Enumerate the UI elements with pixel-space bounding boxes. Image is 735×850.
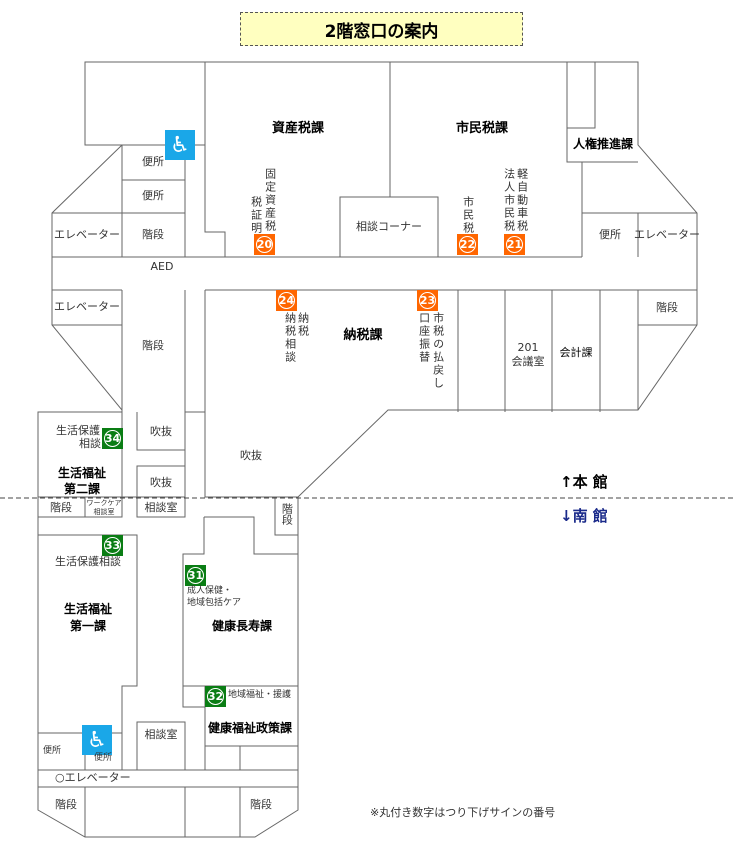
- sign-marker-31: 31: [185, 565, 206, 586]
- sign-marker-23: 23: [417, 290, 438, 311]
- sign-marker-34: 34: [102, 428, 123, 449]
- sign-marker-21: 21: [504, 234, 525, 255]
- room-workcare: ワークケア: [86, 499, 122, 507]
- south-building-label: ↓南 館: [560, 507, 608, 525]
- marker-text: 軽自動車税: [515, 168, 529, 233]
- room-toilet: 便所: [142, 155, 164, 168]
- room-nouzei: 納税課: [343, 328, 383, 343]
- room-toilet: 便所: [142, 189, 164, 202]
- room-elevator: ○エレベーター: [55, 771, 131, 784]
- room-atrium: 吹抜: [240, 449, 262, 462]
- marker-text: 納税: [296, 312, 310, 338]
- room-stairs: 階段: [50, 501, 72, 514]
- marker-text: 地域福祉・援護: [228, 690, 292, 700]
- sign-marker-24: 24: [276, 290, 297, 311]
- marker-text: 地域包括ケア: [187, 598, 242, 608]
- wheelchair-icon: ♿: [82, 725, 112, 755]
- room-seikatsu2: 第二課: [63, 482, 101, 496]
- room-kenko-seisaku: 健康福祉政策課: [207, 721, 293, 735]
- room-kaikei: 会計課: [559, 346, 593, 359]
- marker-text: 口座振替: [417, 312, 431, 364]
- marker-text: 税証明: [249, 196, 263, 235]
- room-atrium: 吹抜: [150, 476, 172, 489]
- room-shiminzei: 市民税課: [455, 121, 509, 136]
- marker-text: 生活保護: [56, 424, 100, 437]
- room-toilet: 便所: [599, 228, 621, 241]
- marker-text: 法人市民税: [502, 168, 516, 233]
- marker-text: 市税の払戻し: [431, 312, 445, 390]
- room-kenko-choju: 健康長寿課: [211, 619, 273, 633]
- marker-text: 納税相談: [283, 312, 297, 364]
- sign-marker-32: 32: [205, 686, 226, 707]
- room-elevator: エレベーター: [54, 300, 120, 313]
- marker-text: 固定資産税: [263, 168, 277, 233]
- room-201-name: 会議室: [511, 355, 545, 368]
- room-soudan-corner: 相談コーナー: [356, 220, 422, 233]
- room-toilet: 便所: [42, 746, 62, 756]
- room-jinken: 人権推進課: [572, 137, 634, 151]
- room-toilet: 便所: [93, 753, 113, 763]
- room-consultation: 相談室: [144, 728, 178, 741]
- page-title: 2階窓口の案内: [240, 12, 523, 46]
- room-stairs: 階段: [250, 798, 272, 811]
- room-stairs: 階段: [142, 339, 164, 352]
- aed-label: AED: [150, 260, 174, 273]
- room-seikatsu1: 生活福祉: [63, 602, 113, 616]
- marker-text: 生活保護相談: [55, 555, 121, 568]
- legend-note: ※丸付き数字はつり下げサインの番号: [370, 806, 556, 819]
- marker-text: 相談: [79, 437, 101, 450]
- room-stairs: 階段: [656, 301, 678, 314]
- marker-text: 市民税: [461, 196, 475, 235]
- sign-marker-20: 20: [254, 234, 275, 255]
- main-building-label: ↑本 館: [560, 473, 608, 491]
- sign-marker-33: 33: [102, 535, 123, 556]
- room-elevator: エレベーター: [634, 228, 700, 241]
- room-consultation: 相談室: [144, 501, 178, 514]
- room-elevator: エレベーター: [54, 228, 120, 241]
- room-seikatsu2: 生活福祉: [57, 466, 107, 480]
- room-atrium: 吹抜: [150, 425, 172, 438]
- room-stairs: 階段: [142, 228, 164, 241]
- marker-text: 成人保健・: [187, 586, 233, 596]
- room-workcare: 相談室: [93, 508, 115, 516]
- room-stairs: 階段: [55, 798, 77, 811]
- wheelchair-icon: ♿: [165, 130, 195, 160]
- room-stairs: 階段: [280, 503, 294, 525]
- room-201-number: 201: [517, 341, 539, 354]
- sign-marker-22: 22: [457, 234, 478, 255]
- room-shisanzei: 資産税課: [271, 121, 325, 136]
- room-seikatsu1: 第一課: [69, 619, 107, 633]
